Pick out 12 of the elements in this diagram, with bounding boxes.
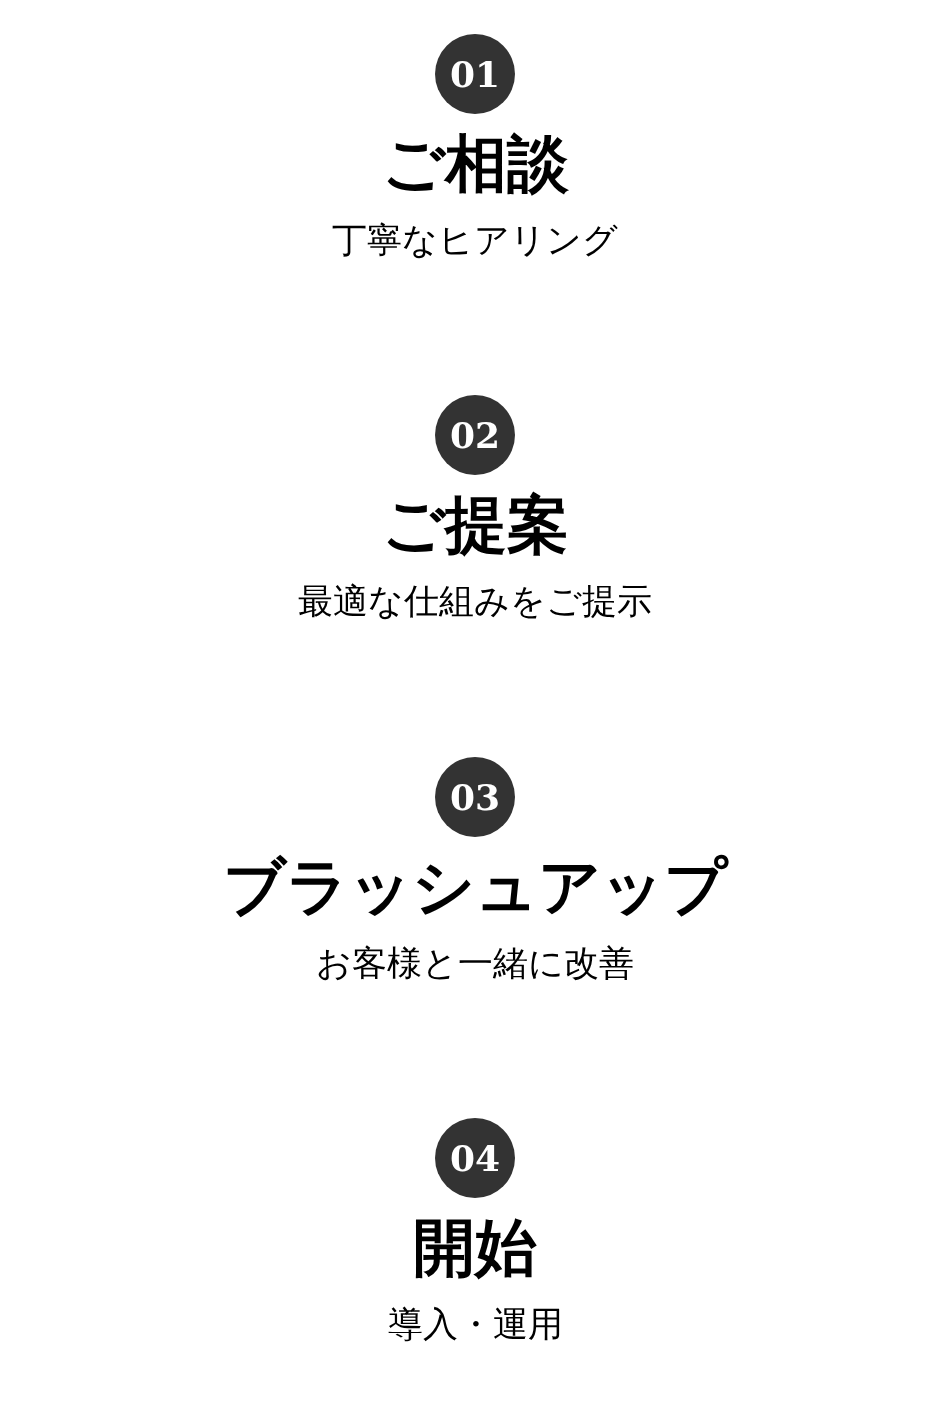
step-description: 丁寧なヒアリング	[332, 219, 618, 262]
step-number: 02	[435, 395, 515, 475]
step-title: ご相談	[381, 126, 569, 202]
step-title: ご提案	[381, 487, 569, 563]
step-title: ブラッシュアップ	[223, 849, 727, 925]
step-description: 最適な仕組みをご提示	[298, 580, 652, 623]
step-number: 03	[435, 757, 515, 837]
step-number: 04	[435, 1118, 515, 1198]
step-number: 01	[435, 34, 515, 114]
step-title: 開始	[413, 1210, 537, 1286]
step-description: 導入・運用	[387, 1303, 563, 1346]
step-description: お客様と一緒に改善	[316, 942, 634, 985]
